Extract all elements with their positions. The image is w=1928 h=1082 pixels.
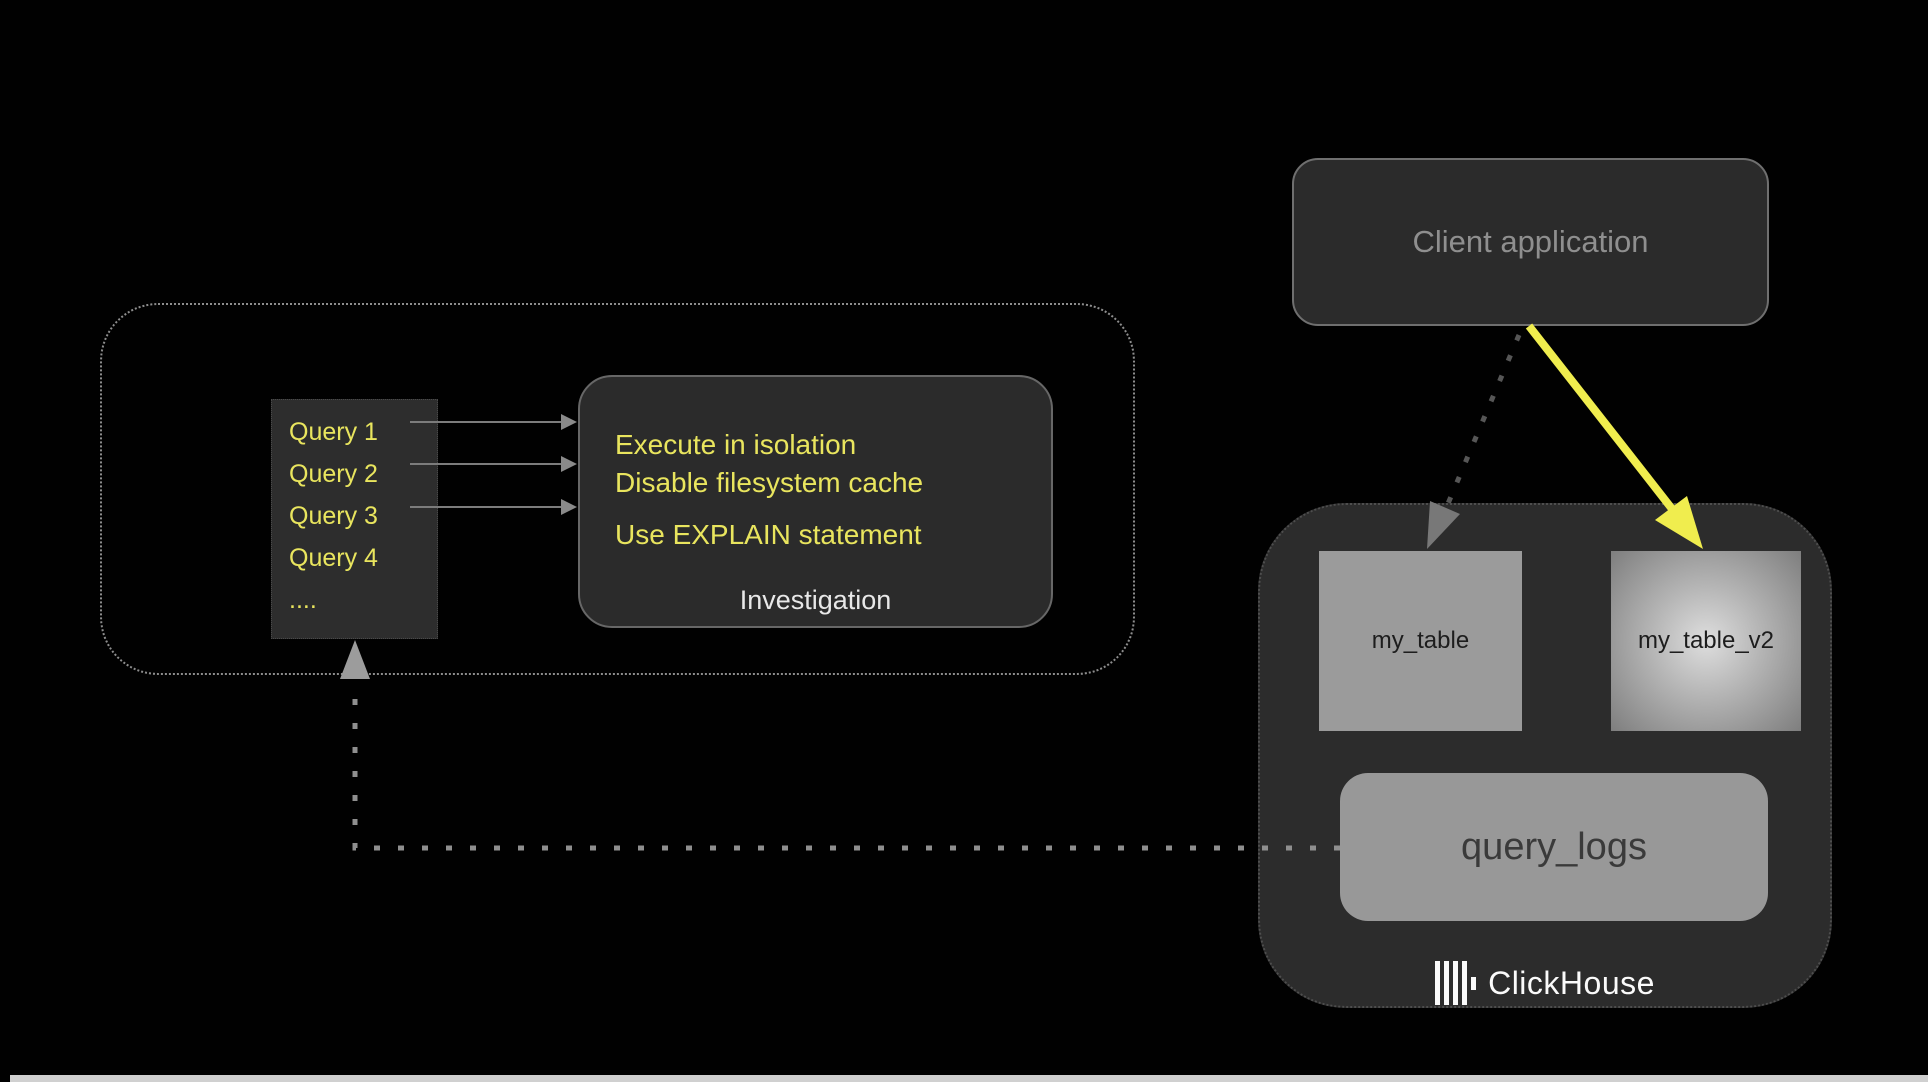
- clickhouse-brand-label: ClickHouse: [1488, 964, 1655, 1001]
- query-logs-box: query_logs: [1340, 773, 1768, 921]
- window-edge-bar: [10, 1075, 1928, 1082]
- investigation-box: Execute in isolation Disable filesystem …: [578, 375, 1053, 628]
- client-application-box: Client application: [1292, 158, 1769, 326]
- query-list-item-ellipsis: ....: [289, 586, 317, 614]
- my-table-v2-box: my_table_v2: [1611, 551, 1801, 731]
- my-table-label: my_table: [1371, 627, 1470, 654]
- investigation-group-outline: [100, 303, 1135, 675]
- my-table-v2-label: my_table_v2: [1637, 627, 1775, 654]
- investigation-caption: Investigation: [739, 585, 892, 615]
- investigation-line: Use EXPLAIN statement: [615, 519, 922, 550]
- query-list-box: Query 1 Query 2 Query 3 Query 4 ....: [271, 399, 438, 639]
- query-logs-label: query_logs: [1461, 825, 1647, 868]
- clickhouse-brand: ClickHouse: [1258, 957, 1832, 1009]
- clickhouse-logo-icon: [1435, 961, 1477, 1005]
- investigation-line: Disable filesystem cache: [615, 467, 924, 498]
- query-list-item: Query 1: [289, 418, 378, 446]
- query-list-item: Query 3: [289, 502, 378, 530]
- query-list-item: Query 2: [289, 460, 378, 488]
- client-application-label: Client application: [1412, 224, 1649, 259]
- investigation-line: Execute in isolation: [615, 429, 857, 460]
- my-table-box: my_table: [1319, 551, 1522, 731]
- query-list-item: Query 4: [289, 544, 378, 572]
